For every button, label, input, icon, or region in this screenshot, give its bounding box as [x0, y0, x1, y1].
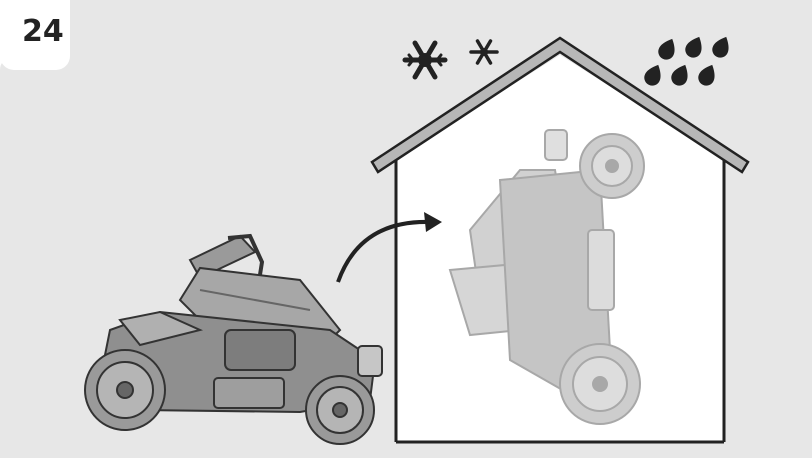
- bottom-wheel: [560, 344, 640, 424]
- front-wheel: [306, 376, 374, 444]
- rear-wheel: [85, 350, 165, 430]
- step-number: 24: [22, 14, 64, 49]
- top-wheel: [580, 134, 644, 198]
